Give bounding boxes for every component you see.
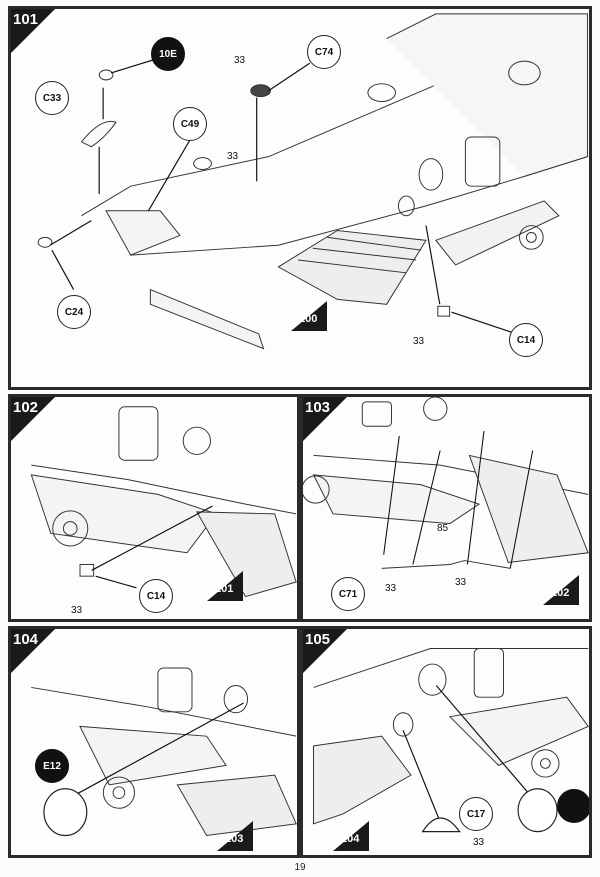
reference-label: 101 xyxy=(215,583,234,595)
part-callout-label: E12 xyxy=(43,760,61,772)
part-callout-c49: C49 xyxy=(173,107,207,141)
part-callout-label: C14 xyxy=(516,334,536,346)
previous-step-reference: 100 xyxy=(291,301,327,331)
part-number-label: 85 xyxy=(437,523,449,534)
step-103-drawing xyxy=(303,397,589,569)
step-104-drawing xyxy=(31,667,297,837)
step-number: 103 xyxy=(305,399,331,416)
part-callout-label: C14 xyxy=(146,590,166,602)
part-callout-label: C17 xyxy=(466,808,486,820)
part-callout-c14: C14 xyxy=(509,323,543,357)
glue-marker: 33 xyxy=(455,577,467,588)
part-callout-c71: C71 xyxy=(331,577,365,611)
step-number: 104 xyxy=(13,631,39,648)
previous-step-reference: 103 xyxy=(217,821,253,851)
part-callout-label: C74 xyxy=(314,46,334,58)
part-callout-e12: E12 xyxy=(35,749,69,783)
part-callout-label: C33 xyxy=(42,92,62,104)
step-103-panel: 103 C71 85 33 33 102 xyxy=(300,394,592,622)
part-callout-c33: C33 xyxy=(35,81,69,115)
glue-marker: 33 xyxy=(473,837,485,848)
glue-marker: 33 xyxy=(385,583,397,594)
glue-marker: 33 xyxy=(234,55,246,66)
glue-marker: 33 xyxy=(71,605,83,616)
step-number-badge: 101 xyxy=(11,9,55,53)
glue-marker: 33 xyxy=(413,336,425,347)
reference-label: 104 xyxy=(341,833,360,845)
reference-label: 100 xyxy=(299,313,318,325)
part-callout-label: C49 xyxy=(180,118,200,130)
reference-label: 103 xyxy=(225,833,244,845)
step-number: 105 xyxy=(305,631,331,648)
step-102-panel: 102 C14 33 101 xyxy=(8,394,300,622)
step-101-panel: 101 10E C74 C33 C49 C24 C14 33 33 33 100 xyxy=(8,6,592,390)
part-callout-c74: C74 xyxy=(307,35,341,69)
step-102-drawing xyxy=(30,406,297,598)
part-callout-c14: C14 xyxy=(139,579,173,613)
part-callout-c24: C24 xyxy=(57,295,91,329)
part-callout-10e: 10E xyxy=(151,37,185,71)
previous-step-reference: 104 xyxy=(333,821,369,851)
step-number-badge: 103 xyxy=(303,397,347,441)
page-number: 19 xyxy=(294,862,306,873)
step-number: 101 xyxy=(13,11,39,28)
step-101-drawing xyxy=(37,13,588,350)
step-number: 102 xyxy=(13,399,39,416)
part-callout-label: C71 xyxy=(338,588,358,600)
step-number-badge: 105 xyxy=(303,629,347,673)
reference-label: 102 xyxy=(551,587,570,599)
step-number-badge: 104 xyxy=(11,629,55,673)
previous-step-reference: 101 xyxy=(207,571,243,601)
step-number-badge: 102 xyxy=(11,397,55,441)
step-105-drawing xyxy=(313,647,589,833)
glue-marker: 33 xyxy=(227,151,239,162)
part-callout-c17: C17 xyxy=(459,797,493,831)
part-callout-label: C24 xyxy=(64,306,84,318)
step-104-panel: 104 E12 103 xyxy=(8,626,300,858)
part-callout-label: 10E xyxy=(159,48,177,60)
part-callout-13e xyxy=(557,789,589,823)
previous-step-reference: 102 xyxy=(543,575,579,605)
step-105-panel: 105 C17 33 104 xyxy=(300,626,592,858)
